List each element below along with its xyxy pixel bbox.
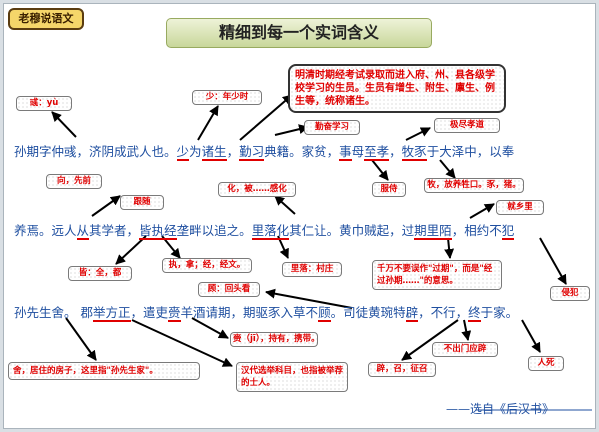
- note-shifeng: 服侍: [372, 182, 406, 197]
- source-citation: ——选自《后汉书》: [446, 402, 555, 416]
- arrow-mu: [439, 159, 456, 179]
- note-zhi: 执，拿；经，经文。: [162, 258, 252, 273]
- arrow-buchu: [461, 319, 472, 341]
- note-shao: 少：年少时: [192, 90, 262, 105]
- note-ji: 赍（jī），持有，携带。: [230, 332, 320, 347]
- arrow-shifeng: [371, 159, 389, 181]
- note-hua: 化，被……感化: [218, 182, 296, 197]
- arrow-jiuxiang: [469, 203, 495, 219]
- arrow-zhusheng: [239, 94, 293, 141]
- note-genzhe: 跟随: [120, 195, 164, 210]
- arrow-gu: [265, 288, 353, 309]
- arrow-yu: [51, 111, 77, 138]
- arrow-hua: [274, 195, 296, 215]
- arrow-she: [65, 317, 97, 361]
- arrow-jinxiao: [405, 127, 431, 141]
- note-she: 舍，居住的房子，这里指"孙先生家"。: [8, 362, 200, 380]
- note-mu: 牧，放养牲口。豕，猪。: [424, 178, 524, 193]
- note-jie: 皆：全，都: [68, 266, 132, 281]
- arrow-fangzheng: [131, 319, 233, 367]
- note-liluo: 里落：村庄: [282, 262, 342, 277]
- note-guoqi: 千万不要误作"过期"，而是"经过孙期……"的意思。: [372, 260, 502, 290]
- arrow-qinxi: [274, 124, 309, 136]
- arrow-jie: [115, 235, 147, 265]
- note-xiang: 向，先前: [46, 174, 102, 189]
- passage-line-2: 养焉。远人从其学者，皆执经垄畔以追之。里落化其仁让。黄巾贼起，过期里陌，相约不犯: [14, 223, 515, 240]
- arrow-liluo: [277, 235, 289, 259]
- arrow-bi: [401, 319, 459, 361]
- arrow-cong: [91, 195, 121, 217]
- arrow-qinfan: [539, 237, 567, 285]
- note-qinfan: 侵犯: [550, 286, 590, 301]
- note-jiuxiang: 就乡里: [496, 200, 544, 215]
- note-siwang: 人死: [528, 356, 564, 371]
- logo: 老穆说语文: [8, 8, 84, 30]
- note-zhusheng: 明清时期经考试录取而进入府、州、县各级学校学习的生员。生员有增生、附生、廪生、例…: [288, 64, 506, 113]
- arrow-guoqi: [444, 237, 455, 259]
- note-bi: 辟，召，征召: [368, 362, 436, 377]
- arrow-siwang: [521, 319, 541, 353]
- arrow-zhi: [161, 235, 181, 259]
- note-buchu: 不出门应辟: [432, 342, 498, 357]
- note-yu: 彧：yù: [16, 96, 72, 111]
- passage-line-1: 孙期字仲彧，济阴成武人也。少为诸生，勤习典籍。家贫，事母至孝，牧豕于大泽中，以奉: [14, 144, 515, 161]
- note-fangzheng: 汉代选举科目，也指被举荐的士人。: [236, 362, 348, 392]
- passage-line-3: 孙先生舍。 郡举方正，遣吏赍羊酒请期，期驱豕入草不顾。司徒黄琬特辟，不行，终于家…: [14, 305, 519, 322]
- note-qinxi: 勤奋学习: [304, 120, 360, 135]
- note-gu: 顾：回头看: [198, 282, 260, 297]
- page-title: 精细到每一个实词含义: [166, 18, 432, 48]
- arrow-shao: [197, 105, 219, 141]
- arrow-ji: [191, 317, 229, 339]
- note-jinxiao: 极尽孝道: [434, 118, 500, 133]
